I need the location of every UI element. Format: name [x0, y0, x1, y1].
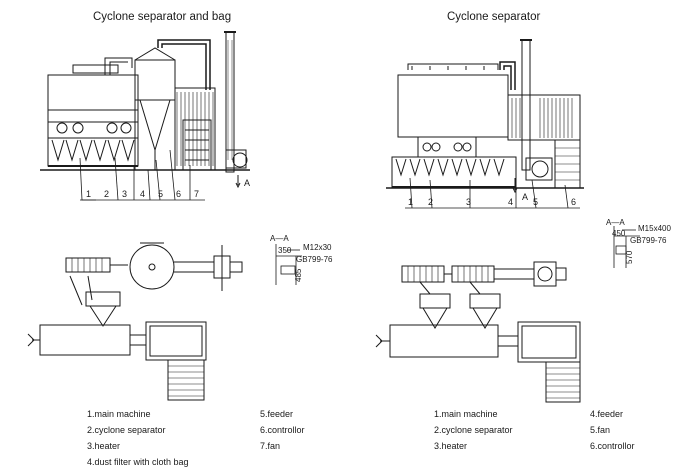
left-legend-item-5: 5.feeder	[260, 409, 294, 419]
right-legend-item-1: 1.main machine	[434, 409, 498, 419]
right-section-mark: A	[522, 192, 528, 202]
right-callout-3: 3	[466, 197, 471, 207]
left-legend-item-6: 6.controllor	[260, 425, 305, 435]
left-section-label: A—A	[270, 234, 289, 243]
left-section-detail	[275, 244, 302, 285]
right-legend-col1: 1.main machine 2.cyclone separator 3.hea…	[434, 406, 513, 454]
left-diagram-title: Cyclone separator and bag	[93, 11, 232, 23]
right-callout-6: 6	[571, 197, 576, 207]
left-callout-leaders	[79, 149, 205, 201]
right-callout-2: 2	[428, 197, 433, 207]
left-callout-7: 7	[194, 189, 199, 199]
right-section-detail	[613, 226, 640, 268]
left-section-dim-b: 485	[294, 268, 303, 282]
right-callout-1: 1	[408, 197, 413, 207]
right-legend-item-2: 2.cyclone separator	[434, 425, 513, 435]
left-callout-5: 5	[158, 189, 163, 199]
left-section-mark: A	[244, 178, 250, 188]
left-legend-col2: 5.feeder 6.controllor 7.fan	[260, 406, 305, 454]
right-legend-col2: 4.feeder 5.fan 6.controllor	[590, 406, 635, 454]
right-section-dim-b: 570	[625, 250, 634, 264]
right-section-std: GB799-76	[630, 236, 667, 245]
left-callout-6: 6	[176, 189, 181, 199]
left-callout-1: 1	[86, 189, 91, 199]
left-section-std: GB799-76	[296, 255, 333, 264]
left-callout-4: 4	[140, 189, 145, 199]
right-section-dim-a: 450	[612, 229, 626, 238]
left-section-dim-a: 350	[278, 246, 292, 255]
left-legend-item-4: 4.dust filter with cloth bag	[87, 457, 189, 467]
left-callout-2: 2	[104, 189, 109, 199]
right-section-label: A—A	[606, 218, 625, 227]
left-legend-item-7: 7.fan	[260, 441, 281, 451]
right-callout-4: 4	[508, 197, 513, 207]
left-section-bolt: M12x30	[303, 243, 332, 252]
left-legend-item-1: 1.main machine	[87, 409, 151, 419]
right-callout-leaders	[405, 177, 580, 209]
right-legend-item-5: 5.fan	[590, 425, 611, 435]
left-callout-3: 3	[122, 189, 127, 199]
left-legend-item-3: 3.heater	[87, 441, 121, 451]
left-elevation	[40, 31, 250, 189]
left-legend-item-2: 2.cyclone separator	[87, 425, 166, 435]
right-diagram-title: Cyclone separator	[447, 11, 541, 23]
left-plan	[27, 242, 243, 401]
right-legend-item-4: 4.feeder	[590, 409, 624, 419]
left-legend-col1: 1.main machine 2.cyclone separator 3.hea…	[87, 406, 189, 470]
right-section-bolt: M15x400	[638, 224, 671, 233]
right-legend-item-6: 6.controllor	[590, 441, 635, 451]
right-legend-item-3: 3.heater	[434, 441, 468, 451]
right-callout-5: 5	[533, 197, 538, 207]
right-elevation	[386, 39, 584, 194]
right-plan	[375, 261, 581, 403]
